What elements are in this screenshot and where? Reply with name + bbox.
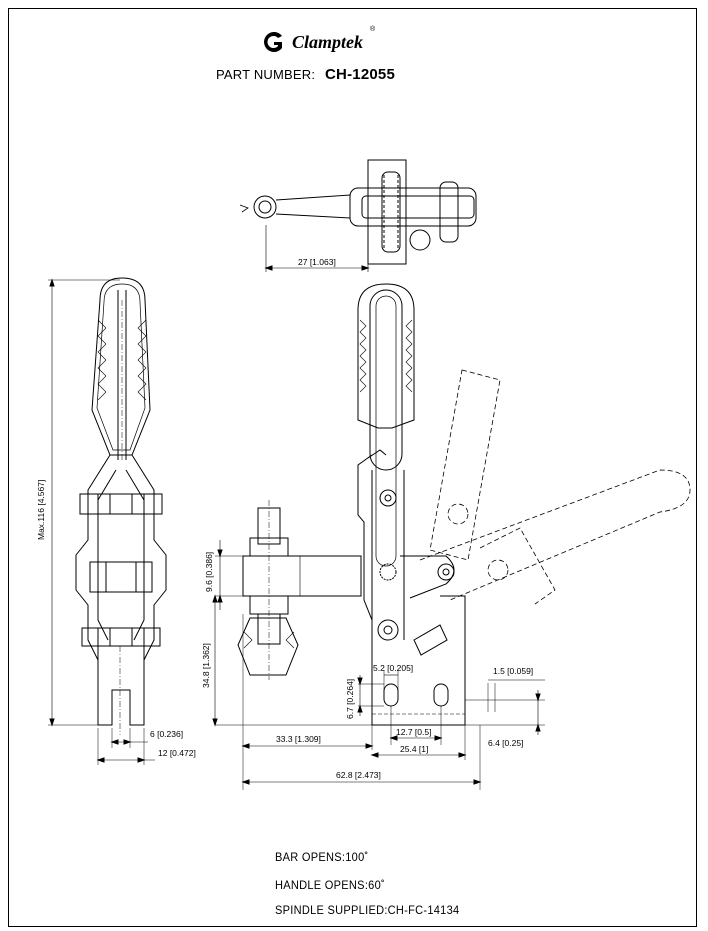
dim-overall-length: 62.8 [2.473]	[336, 770, 381, 780]
note-spindle: SPINDLE SUPPLIED:CH-FC-14134	[275, 903, 460, 917]
dim-top-width: 27 [1.063]	[298, 257, 336, 267]
dim-base-height: 34.8 [1.362]	[201, 643, 211, 688]
dim-reach: 33.3 [1.309]	[276, 734, 321, 744]
part-number: CH-12055	[325, 66, 395, 83]
dim-base-edge: 6.4 [0.25]	[488, 738, 523, 748]
dim-base-length: 25.4 [1]	[400, 744, 428, 754]
top-view	[239, 159, 477, 272]
dim-slot-width: 5.2 [0.205]	[373, 663, 413, 673]
drawing-frame	[8, 8, 697, 927]
note-handle-opens: HANDLE OPENS:60˚	[275, 878, 385, 892]
part-number-label: PART NUMBER:	[216, 67, 316, 82]
dim-body-width: 12 [0.472]	[158, 748, 196, 758]
side-view	[212, 283, 691, 790]
front-view	[48, 277, 167, 765]
dim-base-thickness: 1.5 [0.059]	[493, 666, 533, 676]
dim-slot-height: 6.7 [0.264]	[345, 679, 355, 719]
open-position-outline	[419, 369, 691, 605]
dim-hole-spacing: 12.7 [0.5]	[396, 727, 431, 737]
dim-jaw-width: 6 [0.236]	[150, 729, 183, 739]
dim-max-height: Max.116 [4.567]	[36, 480, 46, 540]
brand-logo: Clamptek ®	[262, 26, 375, 54]
registered-mark: ®	[370, 26, 376, 33]
note-bar-opens: BAR OPENS:100˚	[275, 850, 369, 864]
brand-name: Clamptek	[292, 31, 363, 52]
dim-spindle-offset: 9.6 [0.386]	[204, 552, 214, 592]
part-number-line: PART NUMBER: CH-12055	[216, 66, 395, 83]
clamptek-logo-icon	[264, 32, 282, 52]
